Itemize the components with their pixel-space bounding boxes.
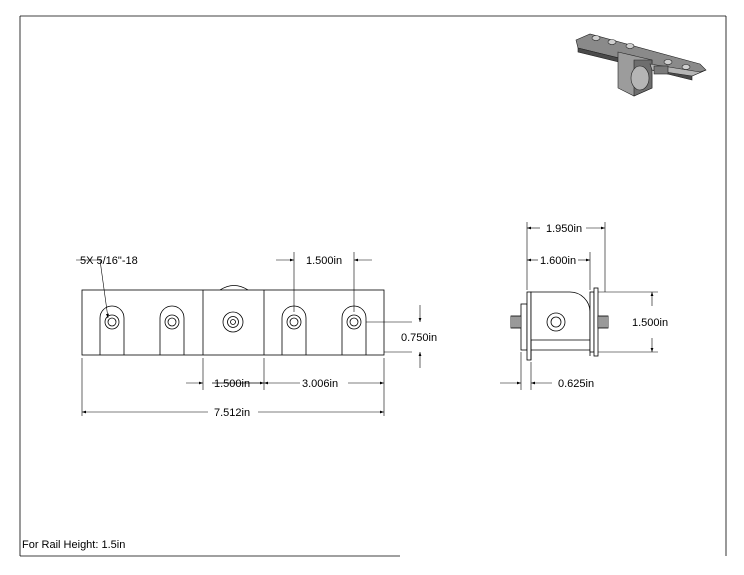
clamp-body [530,291,591,341]
dim-inner-width-label: 1.600in [540,255,576,267]
dim-overall-label: 7.512in [214,407,250,419]
dim-offset-label: 0.625in [558,378,594,390]
front-dimension-labels: 5X 5/16"-18 1.500in 0.750in 1.500in 3.00… [80,255,437,419]
dim-spacing-top-label: 1.500in [306,255,342,267]
rail-height-note: For Rail Height: 1.5in [22,539,126,551]
callout-thread-label: 5X 5/16"-18 [80,255,138,267]
side-dimension-labels: 1.950in 1.600in 1.500in 0.625in [540,223,668,390]
knob-top [219,285,249,291]
tslot-nut [99,305,125,355]
dim-side-height-label: 1.500in [632,317,668,329]
rail-body [81,289,385,356]
front-view [81,285,385,356]
tslot-nut [159,305,185,355]
front-dimensions [76,252,422,416]
dim-overall-width-label: 1.950in [546,223,582,235]
isometric-view [575,33,707,97]
callout-leader [76,259,109,319]
sheet-border [19,15,727,557]
dim-spacing-bottom-label: 1.500in [214,378,250,390]
right-stud [597,315,609,329]
center-knob [222,311,244,333]
iso-bolts [591,35,691,70]
side-dimensions [500,222,658,390]
dim-center-span-label: 3.006in [302,378,338,390]
side-knob [546,312,566,332]
dim-height-label: 0.750in [401,332,437,344]
side-view [510,287,609,361]
left-stud [510,315,522,329]
